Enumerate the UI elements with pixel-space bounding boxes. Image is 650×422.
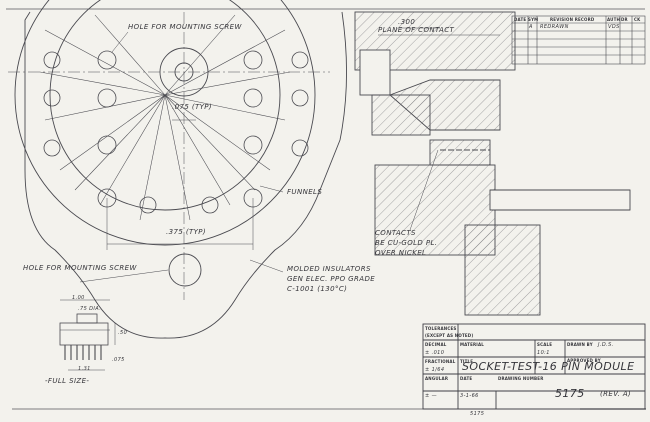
- drawing-number-label: DRAWING NUMBER: [498, 376, 544, 381]
- scale-label: SCALE: [537, 342, 553, 347]
- dim-375: .375 (TYP): [166, 228, 207, 236]
- dim-75-dia: .75 DIA.: [78, 306, 102, 312]
- rev-header-record: REVISION RECORD: [550, 17, 595, 22]
- title-value: SOCKET-TEST-16 PIN MODULE: [462, 360, 635, 373]
- hole-label-bottom: HOLE FOR MOUNTING SCREW: [23, 264, 137, 272]
- rev-row-auth: VDS: [608, 24, 620, 30]
- drawn-by-value: J.D.S.: [598, 342, 614, 348]
- revision-value: (REV. A): [600, 390, 632, 398]
- insulator-note: MOLDED INSULATORS GEN ELEC. PPO GRADE C-…: [287, 265, 376, 293]
- dim-131: 1.31: [78, 366, 91, 372]
- drawn-by-label: DRAWN BY: [567, 342, 593, 347]
- sheet-ref: 5175: [470, 411, 485, 417]
- rev-row-sym: A: [529, 24, 533, 30]
- rev-header-dr: DR: [621, 17, 628, 22]
- rev-header-date: DATE: [514, 17, 527, 22]
- funnels-label: FUNNELS: [287, 188, 323, 196]
- section-view: [354, 11, 631, 316]
- hole-label-top: HOLE FOR MOUNTING SCREW: [128, 23, 242, 31]
- tolerances-sub: (EXCEPT AS NOTED): [425, 333, 474, 338]
- dim-075: .075 (TYP): [172, 103, 213, 111]
- contacts-note: CONTACTS BE CU-GOLD PL. OVER NICKEL: [375, 229, 438, 257]
- dim-075-fullsize: .075: [112, 357, 125, 363]
- decimal-value: ± .010: [425, 350, 445, 356]
- fractional-label: FRACTIONAL: [425, 359, 456, 364]
- dim-50: .50: [118, 330, 128, 336]
- title-block-grid: [422, 323, 646, 410]
- drawing-number-value: 5175: [555, 387, 585, 400]
- fractional-value: ± 1/64: [425, 367, 445, 373]
- full-size-caption: -FULL SIZE-: [45, 377, 90, 385]
- full-size-view: [59, 299, 116, 371]
- angular-value: ± —: [425, 393, 437, 399]
- date-value: 3-1-66: [460, 393, 479, 399]
- rev-header-sym: SYM: [528, 17, 539, 22]
- tolerances-label: TOLERANCES: [425, 326, 457, 331]
- revision-grid: [511, 15, 646, 65]
- rev-header-auth: AUTH: [607, 17, 621, 22]
- dim-300: .300: [398, 18, 416, 26]
- angular-label: ANGULAR: [425, 376, 449, 381]
- approved-by-label: APPROVED BY: [567, 358, 601, 363]
- decimal-label: DECIMAL: [425, 342, 447, 347]
- scale-value: 10:1: [537, 350, 550, 356]
- title-label: TITLE: [460, 359, 474, 364]
- rev-row-record: REDRAWN: [540, 24, 569, 30]
- dim-100: 1.00: [72, 295, 85, 301]
- material-label: MATERIAL: [460, 342, 485, 347]
- rev-header-ck: CK: [634, 17, 641, 22]
- date-label: DATE: [460, 376, 473, 381]
- plane-of-contact: PLANE OF CONTACT: [378, 26, 455, 34]
- front-view: [8, 0, 347, 339]
